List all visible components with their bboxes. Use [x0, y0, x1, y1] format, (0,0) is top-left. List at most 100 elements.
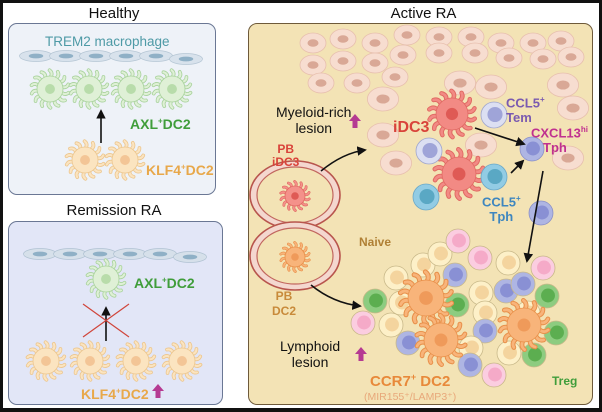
lymphocyte-nucleus — [550, 325, 564, 340]
remission-klf4-dc2-cell — [25, 340, 67, 382]
idc3-cell — [427, 88, 477, 140]
axl-sup: + — [162, 275, 167, 285]
lymphocyte-nucleus — [369, 293, 383, 308]
tph-conversion-arrow — [510, 159, 525, 174]
blood-vessel-dc2-cell — [279, 241, 311, 273]
synovial-fibroblast-nucleus — [401, 31, 413, 39]
synovial-fibroblast-nucleus — [337, 57, 349, 65]
healthy-klf4-dc2-cell — [104, 139, 146, 181]
axl-suffix: DC2 — [162, 116, 191, 132]
synovial-fibroblast-nucleus — [307, 39, 319, 47]
synovial-fibroblast-nucleus — [465, 33, 477, 41]
synovial-fibroblast-nucleus — [469, 49, 481, 57]
klf4-suffix: DC2 — [185, 162, 214, 178]
lymphoid-line1: Lymphoid — [280, 338, 341, 354]
synovial-fibroblast-nucleus — [433, 49, 445, 57]
synovial-fibroblast-nucleus — [527, 39, 539, 47]
synovial-fibroblast-nucleus — [537, 55, 549, 63]
lymphocyte-nucleus — [357, 315, 371, 330]
ccr7-dc2-cell — [414, 312, 468, 368]
axl-text: AXL — [134, 275, 162, 291]
remission-axl-dc2-cell — [85, 258, 127, 300]
axl-sup: + — [158, 116, 163, 126]
klf4-sup: + — [181, 162, 186, 172]
lymphocyte-nucleus — [465, 340, 479, 355]
synovial-fibroblast-nucleus — [397, 51, 409, 59]
synovial-fibroblast-nucleus — [337, 35, 349, 43]
fibroblast-nucleus — [389, 158, 403, 168]
trem2-macrophage-label: TREM2 macrophage — [45, 34, 170, 49]
lymphocyte-nucleus — [479, 323, 493, 338]
ccr7-sup: + — [410, 372, 417, 382]
myeloid-line1: Myeloid-rich — [276, 104, 352, 120]
naive-label: Naive — [359, 235, 392, 249]
ccl5-tem-cell-nucleus — [487, 106, 503, 123]
fibroblast-nucleus — [561, 153, 575, 163]
lymphocyte-nucleus — [502, 255, 516, 270]
cxcl13-sup: hi — [580, 125, 588, 134]
ccr7-subtitle: (MIR155⁺/LAMP3⁺) — [364, 391, 457, 403]
ccl5-tph-label: CCL5+Tph — [482, 191, 521, 224]
klf4-text: KLF4 — [81, 386, 116, 402]
healthy-lining-cell-nucleus — [178, 56, 194, 62]
remission-title: Remission RA — [66, 202, 162, 219]
lymphoid-line2: lesion — [291, 354, 329, 370]
synovial-fibroblast-nucleus — [555, 37, 567, 45]
lymphocyte-nucleus — [402, 335, 416, 350]
migrating-tph-cell-nucleus — [535, 205, 549, 220]
fibroblast-nucleus — [376, 94, 390, 104]
fibroblast-nucleus — [566, 103, 580, 113]
lymphocyte-nucleus — [537, 260, 551, 275]
klf4-sup: + — [116, 386, 121, 396]
healthy-axl-dc2-cell — [151, 68, 193, 110]
lymphocyte-nucleus — [464, 357, 478, 372]
ccr7-suffix: DC2 — [416, 373, 451, 390]
remission-klf4-dc2-label: KLF4+DC2 — [81, 386, 149, 402]
axl-text: AXL — [130, 116, 158, 132]
lymphocyte-nucleus — [452, 233, 466, 248]
lymphocyte-nucleus — [500, 283, 514, 298]
synovial-fibroblast-nucleus — [351, 79, 363, 87]
pb-idc3-line2: iDC3 — [272, 155, 300, 169]
remission-klf4-dc2-cell — [69, 340, 111, 382]
idc3-cell — [432, 146, 486, 202]
synovial-fibroblast-nucleus — [433, 33, 445, 41]
remission-lining-cell-nucleus — [92, 251, 108, 257]
remission-lining-cell-nucleus — [32, 251, 48, 257]
fibroblast-nucleus — [484, 82, 498, 92]
figure-canvas: Healthy TREM2 macrophage AXL+DC2 KLF4+DC… — [3, 3, 599, 408]
lymphocyte-nucleus — [390, 270, 404, 285]
ccl5-tph-sup: + — [515, 194, 521, 203]
myeloid-increase-arrow-icon — [349, 114, 361, 128]
remission-klf4-dc2-cell — [161, 340, 203, 382]
pb-dc2-migration-arrow — [310, 284, 362, 310]
pb-dc2-line1: PB — [275, 289, 293, 303]
active-title: Active RA — [390, 5, 457, 22]
synovial-fibroblast-nucleus — [565, 53, 577, 61]
healthy-lining-cell-nucleus — [28, 53, 44, 59]
ccl5-tem-line2: Tem — [506, 110, 532, 126]
lymphocyte-nucleus — [385, 317, 399, 332]
cxcl13-tph-cell-nucleus — [526, 141, 540, 156]
synovial-fibroblast-nucleus — [369, 59, 381, 67]
remission-lining-cell-nucleus — [182, 254, 198, 260]
tph-to-lymphoid-arrow — [523, 170, 544, 263]
synovial-fibroblast-nucleus — [315, 79, 327, 87]
ccr7-dc2-cell — [497, 297, 551, 353]
axl-suffix: DC2 — [166, 275, 195, 291]
remission-axl-dc2-label: AXL+DC2 — [134, 275, 195, 291]
lymphocyte-nucleus — [417, 257, 431, 272]
lymphocyte-nucleus — [474, 250, 488, 265]
increase-arrow-icon — [152, 384, 164, 398]
ccl5-tph-cell-nucleus — [419, 188, 435, 205]
ccl5-tem-sup: + — [539, 95, 545, 104]
tem-to-tph-arrow — [474, 127, 526, 147]
myeloid-line2: lesion — [295, 120, 333, 136]
cxcl13-line1: CXCL13 — [531, 125, 581, 141]
ccr7-text: CCR7 — [370, 373, 411, 390]
treg-label: Treg — [552, 374, 578, 388]
block-x-line — [82, 303, 130, 338]
